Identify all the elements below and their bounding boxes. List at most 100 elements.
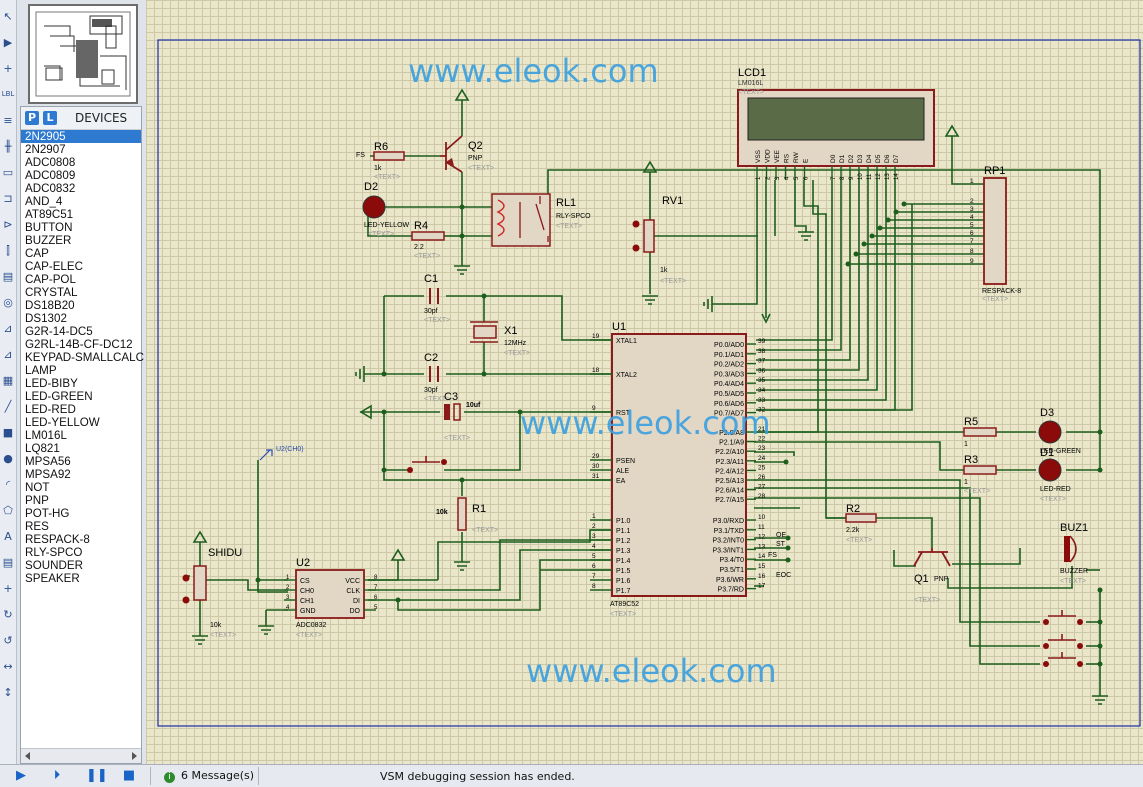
device-list-item[interactable]: RESPACK-8 bbox=[25, 533, 90, 546]
wire-label-icon[interactable]: LBL bbox=[1, 90, 15, 98]
mirror-horizontal-icon[interactable]: ↔ bbox=[3, 660, 13, 673]
circle-icon[interactable]: ● bbox=[3, 452, 13, 465]
tape-recorder-icon[interactable]: ▤ bbox=[2, 270, 14, 283]
device-list-item[interactable]: DS1302 bbox=[25, 312, 67, 325]
step-icon[interactable]: ⏵ bbox=[53, 768, 61, 783]
reset-button-switch[interactable] bbox=[407, 456, 447, 473]
box-icon[interactable]: ■ bbox=[2, 426, 14, 439]
device-list-item[interactable]: 2N2907 bbox=[25, 143, 66, 156]
virtual-instruments-icon[interactable]: ▦ bbox=[2, 374, 14, 387]
device-list-item[interactable]: ADC0832 bbox=[25, 182, 76, 195]
device-list-item[interactable]: G2R-14-DC5 bbox=[25, 325, 93, 338]
device-list-item[interactable]: LM016L bbox=[25, 429, 67, 442]
led-d1-red[interactable]: D1 LED-RED <TEXT> bbox=[1038, 447, 1071, 503]
device-list-item[interactable]: POT-HG bbox=[25, 507, 70, 520]
device-list-item[interactable]: BUTTON bbox=[25, 221, 73, 234]
microcontroller-u1[interactable]: U1 AT89C52 <TEXT> 19XTAL118XTAL29RST29PS… bbox=[590, 321, 766, 618]
graph-mode-icon[interactable]: ⫿ bbox=[6, 244, 10, 257]
arc-icon[interactable]: ◜ bbox=[5, 478, 11, 491]
resistor-r5[interactable]: R5 1 bbox=[963, 416, 997, 448]
device-list-item[interactable]: SOUNDER bbox=[25, 559, 83, 572]
text-script-icon[interactable]: ≡ bbox=[3, 114, 13, 127]
key-buttons[interactable] bbox=[1043, 610, 1083, 667]
resistor-r3[interactable]: R3 1 <TEXT> bbox=[963, 454, 997, 495]
device-list-item[interactable]: BUZZER bbox=[25, 234, 72, 247]
device-list-item[interactable]: MPSA56 bbox=[25, 455, 71, 468]
overview-window[interactable] bbox=[28, 4, 138, 104]
resistor-r2[interactable]: R2 2.2k <TEXT> bbox=[845, 503, 877, 544]
key-button-1[interactable] bbox=[1043, 610, 1083, 625]
device-list-item[interactable]: SPEAKER bbox=[25, 572, 80, 585]
device-list-item[interactable]: CAP-ELEC bbox=[25, 260, 83, 273]
potentiometer-rv1[interactable]: RV1 1k <TEXT> bbox=[632, 195, 687, 285]
resistor-r6[interactable]: R6 1k <TEXT> FS bbox=[356, 141, 405, 181]
resistor-r1[interactable]: R1 10k <TEXT> bbox=[436, 497, 498, 534]
device-list-item[interactable]: MPSA92 bbox=[25, 468, 71, 481]
mirror-vertical-icon[interactable]: ↕ bbox=[3, 686, 13, 699]
library-manager-button[interactable]: L bbox=[43, 111, 57, 125]
play-icon[interactable]: ▶ bbox=[16, 768, 26, 783]
probe-icon[interactable] bbox=[259, 449, 273, 461]
text-icon[interactable]: A bbox=[4, 530, 12, 543]
pause-icon[interactable]: ❚❚ bbox=[86, 768, 108, 783]
device-list-item[interactable]: LED-BIBY bbox=[25, 377, 78, 390]
terminals-icon[interactable]: ⊐ bbox=[3, 192, 13, 205]
current-probe-icon[interactable]: ⊿ bbox=[3, 348, 13, 361]
led-d2-yellow[interactable]: D2 LED-YELLOW <TEXT> bbox=[362, 181, 410, 238]
marker-icon[interactable]: + bbox=[3, 582, 13, 595]
device-list-item[interactable]: KEYPAD-SMALLCALC bbox=[25, 351, 144, 364]
crystal-x1[interactable]: X1 12MHz <TEXT> bbox=[470, 321, 530, 357]
device-list-item[interactable]: LED-RED bbox=[25, 403, 76, 416]
device-list-item[interactable]: G2RL-14B-CF-DC12 bbox=[25, 338, 133, 351]
transistor-q1[interactable]: Q1 PNP <TEXT> bbox=[913, 548, 951, 604]
device-list-item[interactable]: LED-GREEN bbox=[25, 390, 93, 403]
junction-dot-icon[interactable]: + bbox=[3, 62, 13, 75]
capacitor-c1[interactable]: C1 30pf <TEXT> bbox=[424, 273, 450, 324]
voltage-probe-icon[interactable]: ⊿ bbox=[3, 322, 13, 335]
device-list-item[interactable]: DS18B20 bbox=[25, 299, 75, 312]
led-d3-green[interactable]: D3 LED-GREEN bbox=[1038, 407, 1081, 455]
path-icon[interactable]: ⬠ bbox=[3, 504, 13, 517]
device-list-item[interactable]: RES bbox=[25, 520, 49, 533]
device-list-item[interactable]: NOT bbox=[25, 481, 50, 494]
capacitor-c2[interactable]: C2 30pf <TEXT> bbox=[424, 352, 450, 403]
component-mode-icon[interactable]: ▶ bbox=[3, 36, 13, 49]
rotate-ccw-icon[interactable]: ↺ bbox=[3, 634, 13, 647]
key-button-3[interactable] bbox=[1043, 652, 1083, 667]
line-icon[interactable]: ╱ bbox=[4, 400, 12, 413]
device-list-item[interactable]: CAP bbox=[25, 247, 49, 260]
device-list-item[interactable]: CAP-POL bbox=[25, 273, 76, 286]
device-list-item[interactable]: 2N2905 bbox=[21, 130, 141, 143]
generator-icon[interactable]: ◎ bbox=[3, 296, 13, 309]
device-list-item[interactable]: CRYSTAL bbox=[25, 286, 78, 299]
relay-rl1[interactable]: RL1 RLY-SPCO <TEXT> bbox=[491, 193, 591, 247]
subcircuit-icon[interactable]: ▭ bbox=[2, 166, 14, 179]
device-list-item[interactable]: RLY-SPCO bbox=[25, 546, 83, 559]
device-list-item[interactable]: AND_4 bbox=[25, 195, 63, 208]
scroll-right-icon[interactable] bbox=[132, 752, 137, 760]
selection-mode-icon[interactable]: ↖ bbox=[3, 10, 13, 23]
lcd-lm016l[interactable]: LCD1 LM016L <TEXT> VSS1VDD2VEE3RS4RW5E6D… bbox=[737, 67, 935, 180]
key-button-2[interactable] bbox=[1043, 634, 1083, 649]
device-list-item[interactable]: ADC0809 bbox=[25, 169, 76, 182]
scroll-left-icon[interactable] bbox=[25, 752, 30, 760]
pick-devices-button[interactable]: P bbox=[25, 111, 39, 125]
device-list-item[interactable]: ADC0808 bbox=[25, 156, 76, 169]
stop-icon[interactable]: ■ bbox=[122, 768, 136, 783]
capacitor-c3[interactable]: C3 10uf <TEXT> bbox=[444, 391, 481, 442]
resistor-r4[interactable]: R4 2.2 <TEXT> bbox=[411, 220, 445, 260]
bus-icon[interactable]: ╫ bbox=[4, 140, 12, 153]
device-list-item[interactable]: LAMP bbox=[25, 364, 57, 377]
device-pins-icon[interactable]: ⊳ bbox=[3, 218, 13, 231]
device-list-item[interactable]: AT89C51 bbox=[25, 208, 74, 221]
device-list-item[interactable]: LQ821 bbox=[25, 442, 60, 455]
potentiometer-shidu[interactable]: SHIDU 10k <TEXT> bbox=[182, 547, 243, 639]
schematic-svg[interactable]: LCD1 LM016L <TEXT> VSS1VDD2VEE3RS4RW5E6D… bbox=[146, 0, 1143, 764]
symbol-icon[interactable]: ▤ bbox=[2, 556, 14, 569]
transistor-q2[interactable]: Q2 PNP <TEXT> bbox=[440, 135, 494, 173]
device-list-scrollbar[interactable] bbox=[21, 748, 141, 763]
rotate-cw-icon[interactable]: ↻ bbox=[3, 608, 13, 621]
